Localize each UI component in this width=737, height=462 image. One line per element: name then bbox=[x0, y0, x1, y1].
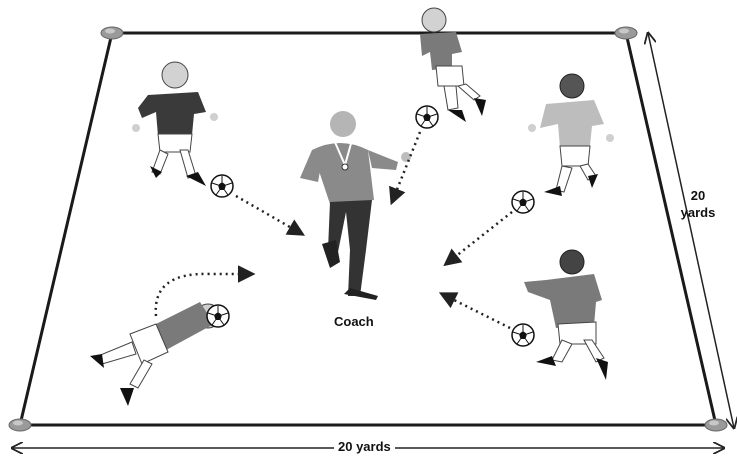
player-top-center bbox=[420, 7, 486, 122]
pass-arrow bbox=[443, 211, 513, 267]
pass-arrow bbox=[235, 194, 306, 236]
side-distance-value: 20 bbox=[690, 188, 706, 203]
cone-icon bbox=[614, 26, 638, 40]
pass-arrow bbox=[389, 131, 422, 206]
soccer-ball-icon bbox=[206, 304, 230, 328]
pass-arrow bbox=[438, 292, 511, 330]
coach-figure bbox=[300, 111, 411, 300]
player-top-right bbox=[528, 73, 614, 196]
soccer-ball-icon bbox=[511, 190, 535, 214]
side-dimension-label: 20 yards bbox=[676, 187, 720, 221]
coach-label: Coach bbox=[334, 314, 374, 329]
pass-arrow bbox=[154, 265, 256, 317]
cone-icon bbox=[100, 26, 124, 40]
side-dimension-arrow bbox=[648, 33, 734, 428]
soccer-ball-icon bbox=[511, 323, 535, 347]
bottom-dimension-label: 20 yards bbox=[334, 439, 395, 454]
side-distance-unit: yards bbox=[680, 205, 716, 220]
player-bottom-right bbox=[524, 249, 608, 380]
player-top-left bbox=[132, 61, 218, 186]
soccer-ball-icon bbox=[210, 174, 234, 198]
soccer-ball-icon bbox=[415, 105, 439, 129]
player-bottom-left bbox=[90, 302, 221, 406]
cone-icon bbox=[704, 418, 728, 432]
cone-icon bbox=[8, 418, 32, 432]
